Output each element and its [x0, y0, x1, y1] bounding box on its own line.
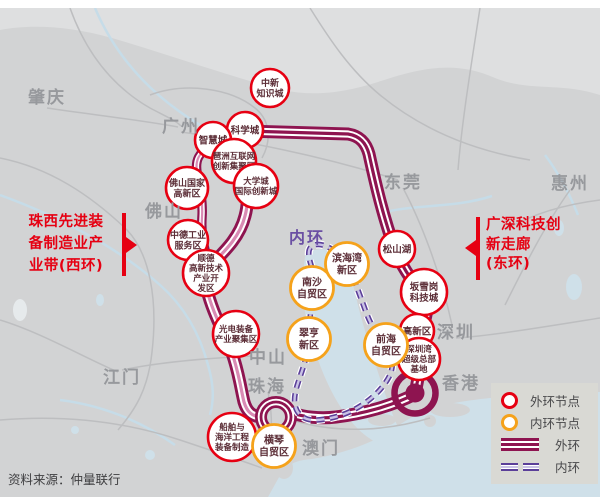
outer-node-label: 琶洲互联网创新集聚区: [212, 151, 256, 172]
inner-node-circle: [286, 316, 332, 362]
outer-node-circle: [377, 229, 417, 269]
legend: 外环节点 内环节点 外环 内环: [491, 383, 598, 484]
city-label-huizhou: 惠州: [551, 173, 589, 194]
outer-node-label: 中新知识城: [255, 77, 283, 100]
top-margin: [0, 0, 600, 8]
outer-line-icon: [501, 438, 539, 451]
outer-node-label: 松山湖: [383, 243, 412, 255]
inner-node-circle: [324, 241, 370, 287]
callout-west-line: 业带(西环): [28, 258, 104, 274]
legend-label: 外环节点: [529, 394, 580, 409]
outer-node-foshan-national-hightech: 佛山国家高新区: [164, 165, 210, 211]
map-north-region: [0, 8, 600, 95]
city-label-zhongshan: 中山: [249, 347, 287, 368]
city-label-dongguan: 东莞: [384, 172, 422, 193]
city-label-jiangmen: 江门: [103, 367, 141, 388]
outer-node-circle: [211, 309, 261, 359]
inner-node-circle: [251, 423, 297, 469]
legend-item-inner-node: 内环节点: [501, 412, 580, 433]
outer-node-circle: [249, 67, 291, 109]
outer-node-songshan-lake: 松山湖: [377, 229, 417, 269]
legend-label: 外环: [554, 438, 580, 453]
legend-label: 内环节点: [529, 416, 580, 431]
callout-west-arrow-icon: [126, 237, 137, 253]
outer-node-label: 高新区: [403, 325, 432, 337]
outer-node-shunde-hightech-zone: 顺德高新技术产业开发区: [181, 248, 231, 298]
inner-node-icon: [501, 414, 518, 431]
legend-item-outer-node: 外环节点: [501, 390, 580, 411]
callout-east-line: (东环): [486, 256, 531, 272]
outer-node-label: 科学城: [231, 124, 260, 136]
outer-node-marine-equipment: 船舶与海洋工程装备制造: [206, 411, 258, 463]
outer-node-banxuegang-tech-city: 坂雪岗科技城: [399, 267, 449, 317]
city-label-zhaoqing: 肇庆: [28, 87, 66, 108]
inner-node-label: 滨海湾新区: [332, 252, 362, 277]
outer-node-optoelectronic-cluster: 光电装备产业聚集区: [211, 309, 261, 359]
legend-label: 内环: [554, 460, 580, 475]
callout-west-line: 珠西先进装: [28, 214, 104, 230]
callout-east-bracket: [476, 217, 480, 280]
outer-node-icon: [501, 392, 518, 409]
legend-item-outer-line: 外环: [501, 434, 580, 455]
callout-east-line: 广深科技创: [486, 217, 561, 233]
outer-node-label: 大学城国际创新城: [235, 176, 278, 197]
inner-node-label: 南沙自贸区: [297, 276, 327, 301]
callout-east-ring: 广深科技创 新走廊 (东环): [486, 216, 561, 275]
outer-node-circle: [232, 162, 280, 210]
outer-node-label: 深圳湾超级总部基地: [401, 344, 437, 375]
inner-node-nansha-ftz: 南沙自贸区: [289, 265, 335, 311]
outer-node-circle: [181, 248, 231, 298]
source-note: 资料来源：仲量联行: [8, 472, 121, 487]
callout-west-ring: 珠西先进装 备制造业产 业带(西环): [10, 211, 122, 277]
outer-node-label: 坂雪岗科技城: [410, 281, 439, 304]
inner-ring-label: 内环: [289, 228, 325, 247]
inner-node-label: 翠亨新区: [299, 327, 319, 352]
inner-node-label: 横琴自贸区: [259, 434, 289, 459]
city-label-hongkong: 香港: [442, 373, 480, 394]
city-label-guangzhou: 广州: [162, 116, 200, 137]
callout-west-line: 备制造业产: [28, 236, 104, 252]
inner-node-label: 前海自贸区: [371, 333, 401, 358]
callout-west-bracket: [122, 213, 126, 276]
legend-item-inner-line: 内环: [501, 456, 580, 477]
inner-node-hengqin-ftz: 横琴自贸区: [251, 423, 297, 469]
inner-node-cuiheng-new-area: 翠亨新区: [286, 316, 332, 362]
city-label-foshan: 佛山: [144, 201, 183, 222]
city-label-shenzhen: 深圳: [437, 322, 475, 343]
outer-node-circle: [164, 165, 210, 211]
outer-node-label: 船舶与海洋工程装备制造: [214, 422, 250, 453]
city-label-macau: 澳门: [302, 438, 340, 459]
hub-node-core: [405, 383, 425, 403]
outer-node-label: 光电装备产业聚集区: [215, 324, 258, 345]
inner-line-icon: [501, 462, 539, 471]
outer-node-label: 中德工业服务区: [170, 229, 206, 252]
map-rivers: [0, 7, 580, 447]
outer-node-university-town: 大学城国际创新城: [232, 162, 280, 210]
callout-east-line: 新走廊: [486, 236, 531, 253]
outer-node-sino-german-industrial: 中德工业服务区: [166, 218, 210, 262]
inner-node-binhaiwan-new-area: 滨海湾新区: [324, 241, 370, 287]
inner-node-circle: [289, 265, 335, 311]
inner-node-circle: [363, 322, 409, 368]
outer-node-label: 顺德高新技术产业开发区: [189, 253, 224, 294]
inner-node-qianhai-ftz: 前海自贸区: [363, 322, 409, 368]
outer-node-zhongxin-knowledge-city: 中新知识城: [249, 67, 291, 109]
callout-east-arrow-icon: [465, 240, 476, 256]
city-label-zhuhai: 珠海: [248, 376, 286, 397]
outer-node-label: 佛山国家高新区: [168, 177, 206, 200]
